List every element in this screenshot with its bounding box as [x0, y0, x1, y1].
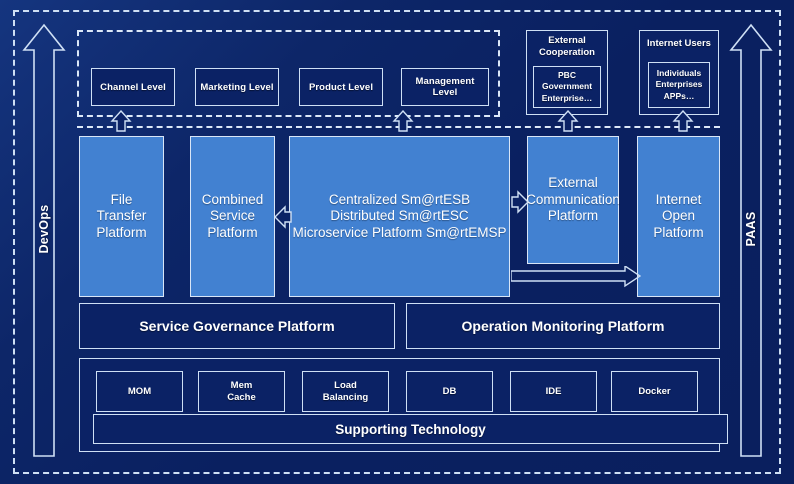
right-arrow-core-to-external-comm	[511, 190, 529, 214]
tech-box-db[interactable]: DB	[406, 371, 493, 412]
tech-label: IDE	[545, 385, 562, 397]
internet-users-title: Internet Users	[639, 38, 719, 50]
tech-label-line: Cache	[227, 391, 256, 403]
platform-line: Distributed Sm@rtESC	[330, 208, 469, 224]
platform-combined-service[interactable]: Combined Service Platform	[190, 136, 275, 297]
level-label: Channel Level	[100, 81, 166, 93]
supporting-technology-label: Supporting Technology	[335, 421, 486, 437]
internet-users-items[interactable]: Individuals Enterprises APPs…	[648, 62, 710, 108]
left-arrow-core-to-combined	[274, 205, 292, 229]
bar-service-governance[interactable]: Service Governance Platform	[79, 303, 395, 349]
platform-line: Platform	[96, 224, 147, 240]
platform-line: Communication	[526, 191, 620, 207]
platform-internet-open[interactable]: Internet Open Platform	[637, 136, 720, 297]
platform-line: Open	[661, 208, 696, 224]
up-arrow-internet-open	[672, 109, 694, 132]
platform-external-communication[interactable]: External Communication Platform	[526, 136, 620, 264]
tech-box-ide[interactable]: IDE	[510, 371, 597, 412]
up-arrow-core-platform	[392, 109, 414, 132]
group-items-text: PBC Government Enterprise…	[541, 70, 593, 103]
platform-line: Platform	[653, 224, 704, 240]
tech-box-load-balancing[interactable]: Load Balancing	[302, 371, 389, 412]
group-title-text: External Cooperation	[539, 35, 595, 58]
bar-operation-monitoring[interactable]: Operation Monitoring Platform	[406, 303, 720, 349]
tech-label-line: Load	[334, 379, 357, 391]
platform-line: Transfer	[96, 208, 147, 224]
consumer-levels-group	[77, 30, 500, 117]
long-arrow-core-to-internet-open	[510, 264, 642, 288]
level-box-product[interactable]: Product Level	[299, 68, 383, 106]
platform-line: Platform	[207, 224, 258, 240]
level-label: Marketing Level	[200, 81, 274, 93]
tech-label: DB	[442, 385, 457, 397]
external-cooperation-title: External Cooperation	[526, 35, 608, 59]
level-label: Product Level	[308, 81, 374, 93]
devops-label: DevOps	[37, 204, 51, 254]
group-title-text: Internet Users	[647, 38, 711, 49]
group-items-text: Individuals Enterprises APPs…	[655, 68, 703, 101]
platform-line: Platform	[547, 208, 599, 224]
platform-line: External	[548, 175, 598, 191]
bar-label: Operation Monitoring Platform	[461, 318, 665, 334]
platform-line: Microservice Platform Sm@rtEMSP	[292, 224, 507, 240]
platform-line: File	[110, 191, 133, 207]
up-arrow-file-transfer	[110, 109, 132, 132]
level-box-channel[interactable]: Channel Level	[91, 68, 175, 106]
tech-label-line: Balancing	[322, 391, 369, 403]
level-box-marketing[interactable]: Marketing Level	[195, 68, 279, 106]
tech-label: MOM	[127, 385, 152, 397]
external-cooperation-items[interactable]: PBC Government Enterprise…	[533, 66, 601, 108]
paas-arrow	[729, 22, 773, 459]
tech-box-docker[interactable]: Docker	[611, 371, 698, 412]
supporting-technology-banner[interactable]: Supporting Technology	[93, 414, 728, 444]
outer-dashed-boundary	[13, 10, 781, 474]
platform-line: Combined	[201, 191, 264, 207]
tech-box-mom[interactable]: MOM	[96, 371, 183, 412]
platform-line: Centralized Sm@rtESB	[328, 191, 471, 207]
platform-core-bus[interactable]: Centralized Sm@rtESB Distributed Sm@rtES…	[289, 136, 510, 297]
level-box-management[interactable]: Management Level	[401, 68, 489, 106]
platform-file-transfer[interactable]: File Transfer Platform	[79, 136, 164, 297]
platform-line: Internet	[655, 191, 702, 207]
up-arrow-external-comm	[557, 109, 579, 132]
bar-label: Service Governance Platform	[139, 318, 335, 334]
platform-line: Service	[209, 208, 255, 224]
paas-label: PAAS	[744, 211, 758, 247]
tech-label: Docker	[638, 385, 671, 397]
level-label: Management Level	[415, 76, 475, 98]
tech-box-mem-cache[interactable]: Mem Cache	[198, 371, 285, 412]
devops-arrow	[22, 22, 66, 459]
tech-label-line: Mem	[230, 379, 253, 391]
